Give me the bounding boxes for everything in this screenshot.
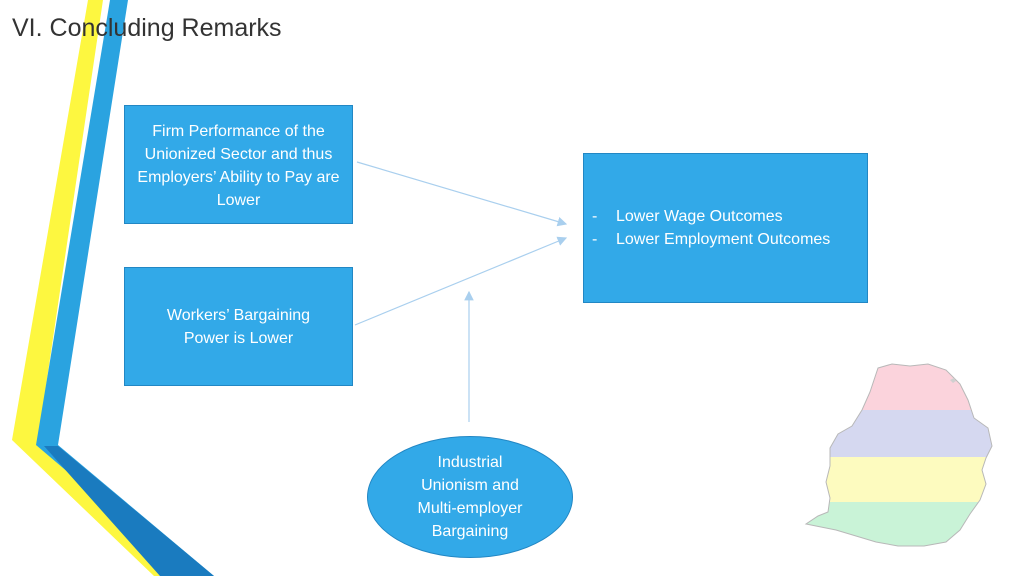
outcomes-box: - Lower Wage Outcomes - Lower Employment… [583,153,868,303]
workers-bargaining-box: Workers’ Bargaining Power is Lower [124,267,353,386]
outcome-text: Lower Employment Outcomes [616,231,831,248]
outcome-bullet: - [592,208,598,225]
outcome-text: Lower Wage Outcomes [616,208,783,225]
mauritius-flag-map [804,363,993,547]
outcome-bullet: - [592,231,598,248]
map-islet [950,378,956,383]
industrial-unionism-ellipse: Industrial Unionism and Multi-employer B… [367,436,573,558]
workers-bargaining-text: Workers’ Bargaining Power is Lower [166,307,311,347]
decorative-stripes [12,0,214,576]
firm-performance-text: Firm Performance of the Unionized Sector… [137,123,340,209]
blue-stripe [36,0,214,576]
outcome-item: - Lower Employment Outcomes [592,228,830,251]
map-green-band [806,502,992,546]
firm-performance-box: Firm Performance of the Unionized Sector… [124,105,353,224]
industrial-unionism-text: Industrial Unionism and Multi-employer B… [417,454,523,540]
map-outline [804,363,993,547]
outcomes-list: - Lower Wage Outcomes - Lower Employment… [592,205,830,251]
dark-blue-stripe [44,446,214,576]
map-red-band [806,364,992,410]
outcome-item: - Lower Wage Outcomes [592,205,830,228]
arrow-workers-to-outcomes [354,236,568,326]
yellow-stripe [12,0,180,576]
arrow-firm-to-outcomes [356,161,568,227]
map-yellow-band [806,457,992,502]
slide-title: VI. Concluding Remarks [12,14,282,42]
